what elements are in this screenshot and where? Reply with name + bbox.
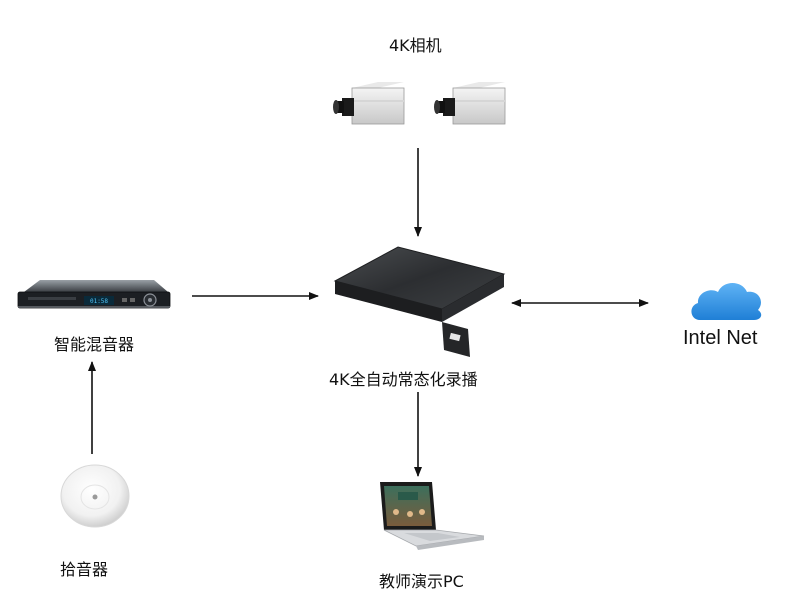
camera-icon xyxy=(434,82,506,125)
laptop-icon xyxy=(380,482,485,550)
pc-label: 教师演示PC xyxy=(379,572,464,591)
mixer-display-readout: 01:58 xyxy=(90,298,108,305)
camera-icon xyxy=(333,82,405,125)
recorder-label: 4K全自动常态化录播 xyxy=(329,370,478,389)
microphone-icon xyxy=(60,464,130,528)
network-label: Intel Net xyxy=(683,327,758,349)
mixer-label: 智能混音器 xyxy=(54,335,135,354)
recorder-box-icon xyxy=(333,246,506,357)
camera-label: 4K相机 xyxy=(389,36,442,55)
microphone-label: 拾音器 xyxy=(60,560,109,579)
mixer-device-icon: 01:58 xyxy=(17,280,171,309)
cloud-icon xyxy=(691,283,762,320)
